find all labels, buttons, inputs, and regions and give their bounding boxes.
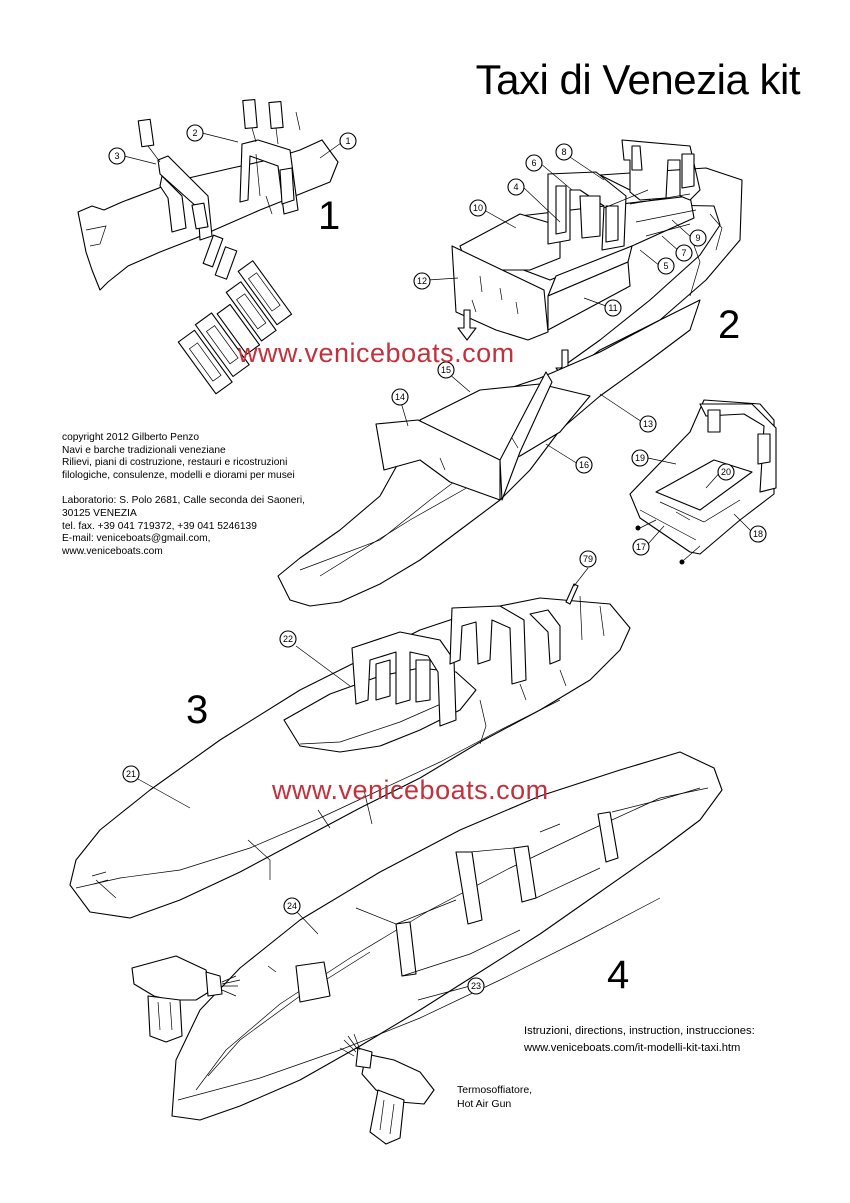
copyright-line: copyright 2012 Gilberto Penzo: [62, 432, 200, 443]
callout-15: 15: [441, 365, 451, 375]
callout-23: 23: [471, 981, 481, 991]
callout-9: 9: [695, 233, 700, 243]
callout-14: 14: [395, 392, 405, 402]
callout-19: 19: [635, 453, 645, 463]
callout-13: 13: [643, 419, 653, 429]
callout-16: 16: [579, 460, 589, 470]
step1-assembly: 2 3 1: [77, 98, 357, 291]
heat-gun-label-en: Hot Air Gun: [457, 1098, 512, 1110]
step-number-1: 1: [318, 194, 341, 238]
callout-22: 22: [283, 634, 293, 644]
callout-10: 10: [473, 203, 483, 213]
callout-12: 12: [417, 276, 427, 286]
cabin-frame-rear: [449, 605, 527, 685]
hull-21: [69, 597, 631, 919]
callout-5: 5: [663, 261, 668, 271]
callout-18: 18: [753, 529, 763, 539]
watermark: www.veniceboats.com: [272, 775, 549, 805]
instructions-url[interactable]: www.veniceboats.com/it-modelli-kit-taxi.…: [524, 1041, 741, 1054]
copyright-block: copyright 2012 Gilberto Penzo Navi e bar…: [62, 432, 305, 558]
heat-gun-label-it: Termosoffiatore,: [457, 1084, 533, 1096]
heat-gun-icon: [131, 955, 241, 1043]
cabin-frame-22: [351, 631, 457, 727]
step-number-3: 3: [186, 688, 209, 732]
step-number-2: 2: [718, 303, 741, 347]
rear-frame-12: [451, 245, 549, 341]
address-line: tel. fax. +39 041 719372, +39 041 524613…: [62, 520, 257, 532]
instructions-heading: Istruzioni, directions, instruction, ins…: [524, 1025, 755, 1037]
hull-23: [171, 751, 723, 1121]
address-line: 30125 VENEZIA: [62, 507, 137, 519]
step-number-4: 4: [607, 953, 630, 997]
address-line: E-mail: veniceboats@gmail.com,: [62, 533, 211, 545]
callout-79: 79: [583, 554, 593, 564]
instructions-block: Istruzioni, directions, instruction, ins…: [524, 1023, 755, 1056]
copyright-line: filologiche, consulenze, modelli e diora…: [62, 469, 295, 481]
heat-gun-label: Termosoffiatore, Hot Air Gun: [457, 1083, 532, 1111]
callout-24: 24: [287, 901, 297, 911]
address-line: www.veniceboats.com: [62, 545, 163, 557]
callout-6: 6: [531, 158, 536, 168]
step2-assembly: 8 6 4 10 9 7 5 12 11 15 14 13 16: [277, 139, 743, 607]
step2-callouts: 8 6 4 10 9 7 5 12 11 15 14 13 16: [391, 143, 707, 474]
heat-gun-icon: [339, 1033, 435, 1145]
aft-cabin-detail: 17 18 19 20: [629, 399, 777, 565]
loose-parts: [177, 260, 293, 395]
step3-assembly: 79 22 21: [69, 550, 631, 919]
bulkhead-14: [375, 419, 501, 501]
callout-1: 1: [345, 136, 350, 146]
watermark: www.veniceboats.com: [238, 338, 515, 368]
callout-11: 11: [608, 303, 617, 313]
callout-8: 8: [561, 147, 566, 157]
callout-21: 21: [126, 769, 136, 779]
address-line: Laboratorio: S. Polo 2681, Calle seconda…: [62, 495, 305, 507]
copyright-line: Rilievi, piani di costruzione, restauri …: [62, 457, 288, 469]
step4-assembly: 24 23: [131, 751, 723, 1145]
copyright-line: Navi e barche tradizionali veneziane: [62, 444, 226, 456]
callout-17: 17: [636, 542, 646, 552]
callout-7: 7: [681, 248, 686, 258]
page-title: Taxi di Venezia kit: [475, 56, 801, 103]
door-frame-8: [621, 139, 701, 201]
callout-2: 2: [192, 128, 197, 138]
callout-20: 20: [721, 467, 731, 477]
callout-3: 3: [114, 151, 119, 161]
callout-4: 4: [513, 182, 518, 192]
